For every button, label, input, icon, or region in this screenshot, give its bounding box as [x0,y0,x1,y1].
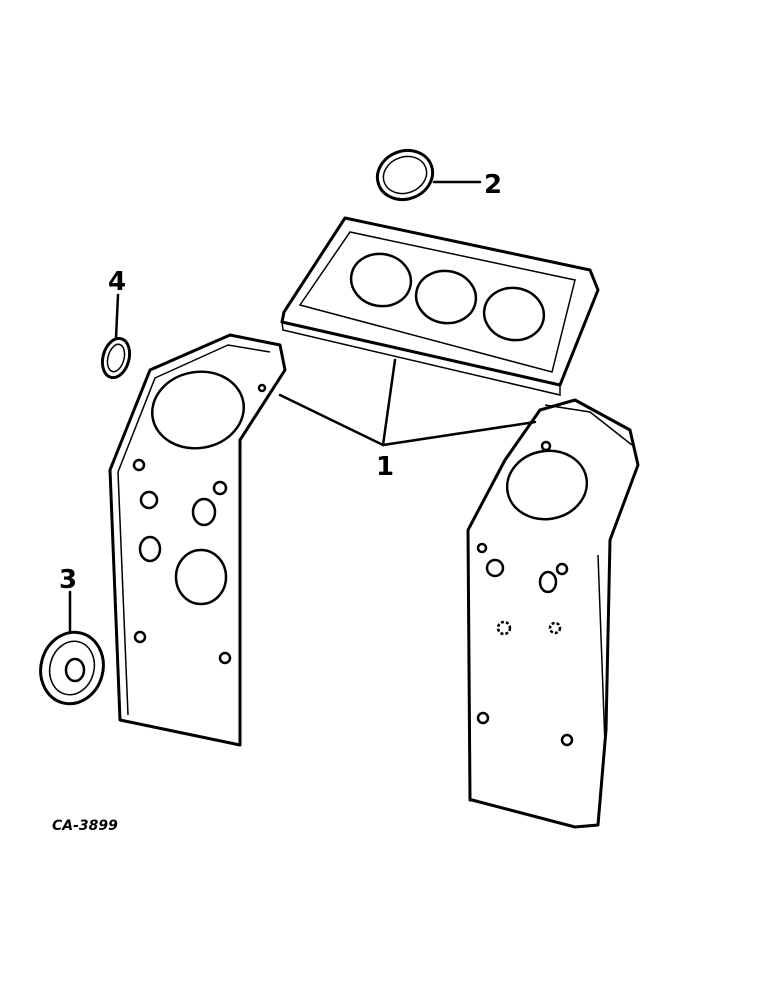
part-1-right-side-panel [466,398,640,829]
part-1-left-side-panel [108,333,287,747]
callout-3: 3 [59,565,77,595]
callout-2: 2 [484,170,502,200]
part-2-seal-ring [375,148,435,202]
part-3-grommet [39,630,105,706]
callout-4: 4 [108,267,126,297]
callout-1: 1 [376,452,394,482]
leader-lines [68,180,537,634]
part-1-center-panel [280,216,600,396]
part-4-small-ring [100,336,132,380]
figure-code: CA-3899 [52,818,118,834]
